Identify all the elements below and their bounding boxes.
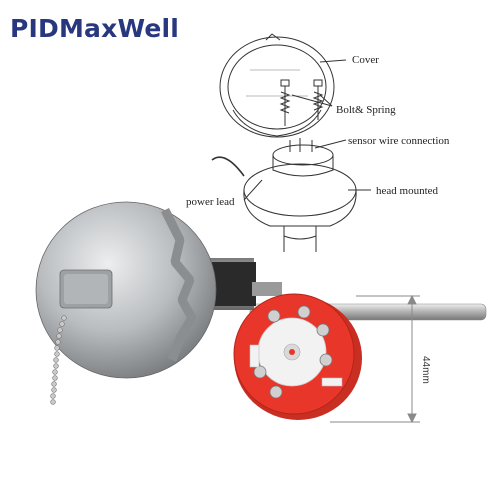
label-power-lead: power lead: [186, 196, 235, 208]
terminal-screws: [253, 305, 333, 399]
dimension-44mm: [330, 294, 420, 424]
chain: [50, 315, 67, 405]
brand-logo: PIDMaxWell: [10, 14, 180, 43]
cover-drawing: [219, 33, 335, 138]
bolt-spring-drawing: [279, 79, 324, 126]
connection-head: [35, 201, 217, 379]
head-drawing: [211, 156, 357, 252]
exploded-diagram: [211, 33, 371, 252]
transmitter-drawing: [272, 138, 334, 177]
label-sensor-wire: sensor wire connection: [348, 135, 450, 147]
dimension-label: 44mm: [420, 356, 431, 384]
temperature-transmitter: [233, 293, 362, 420]
label-cover: Cover: [352, 54, 379, 66]
label-head-mounted: head mounted: [376, 185, 439, 197]
label-bolt-spring: Bolt& Spring: [336, 104, 396, 116]
